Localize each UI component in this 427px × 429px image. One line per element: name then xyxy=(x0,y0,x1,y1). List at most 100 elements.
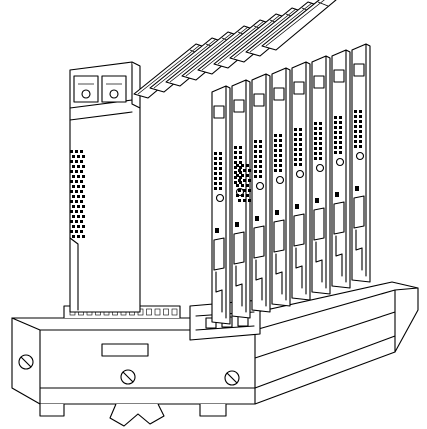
vent-slot xyxy=(77,205,80,208)
vent-slot xyxy=(254,160,257,163)
vent-slot xyxy=(219,187,222,190)
vent-slot xyxy=(72,195,75,198)
vent-slot xyxy=(243,189,246,192)
vent-slot xyxy=(359,140,362,143)
vent-slot xyxy=(299,163,302,166)
vent-slot xyxy=(248,199,251,202)
vent-slot xyxy=(72,225,75,228)
vent-slot xyxy=(359,145,362,148)
vent-slot xyxy=(279,164,282,167)
vent-slot xyxy=(219,172,222,175)
release-tab xyxy=(235,222,239,227)
mounting-screw-left xyxy=(18,354,34,370)
spring-clamp xyxy=(233,231,245,265)
spring-clamp xyxy=(273,219,285,253)
vent-slot xyxy=(294,148,297,151)
vent-slot xyxy=(259,150,262,153)
vent-slot xyxy=(219,152,222,155)
status-window xyxy=(253,93,265,107)
vent-slot xyxy=(80,150,83,153)
vent-slot xyxy=(234,161,237,164)
vent-slot xyxy=(274,139,277,142)
vent-slot xyxy=(75,170,78,173)
vent-slot xyxy=(75,200,78,203)
slim-module-row xyxy=(211,43,371,325)
release-tab xyxy=(355,186,359,191)
vent-slot xyxy=(254,155,257,158)
vent-slot xyxy=(77,195,80,198)
vent-slot xyxy=(314,152,317,155)
vent-slot xyxy=(77,155,80,158)
vent-slot xyxy=(314,142,317,145)
vent-slot xyxy=(339,151,342,154)
vent-slot xyxy=(72,205,75,208)
vent-slot xyxy=(243,169,246,172)
vent-slot xyxy=(354,135,357,138)
vent-slot xyxy=(246,194,249,197)
vent-slot xyxy=(234,151,237,154)
status-window xyxy=(213,105,225,119)
vent-slot xyxy=(72,235,75,238)
vent-slot xyxy=(243,199,246,202)
vent-slot xyxy=(77,165,80,168)
vent-slot xyxy=(339,121,342,124)
vent-slot xyxy=(234,166,237,169)
vent-slot xyxy=(219,167,222,170)
vent-slot xyxy=(299,133,302,136)
vent-slot xyxy=(236,174,239,177)
vent-slot xyxy=(248,169,251,172)
vent-slot xyxy=(82,155,85,158)
vent-slot xyxy=(70,210,73,213)
vent-slot xyxy=(214,152,217,155)
hinged-cover-row xyxy=(133,0,337,99)
vent-slot xyxy=(254,175,257,178)
vent-slot xyxy=(239,171,242,174)
vent-slot xyxy=(80,220,83,223)
vent-slot xyxy=(75,220,78,223)
slim-module xyxy=(331,49,351,289)
vent-slot xyxy=(82,195,85,198)
vent-slot xyxy=(294,128,297,131)
release-tab xyxy=(215,228,219,233)
vent-slot xyxy=(359,130,362,133)
vent-slot xyxy=(254,145,257,148)
vent-slot xyxy=(274,164,277,167)
vent-slot xyxy=(274,144,277,147)
vent-slot xyxy=(77,185,80,188)
connector-pin xyxy=(171,308,178,316)
vent-slot xyxy=(294,133,297,136)
vent-slot xyxy=(241,174,244,177)
vent-slot xyxy=(299,158,302,161)
slim-module xyxy=(271,67,291,307)
release-tab xyxy=(275,210,279,215)
slim-module xyxy=(251,73,271,313)
slim-module xyxy=(291,61,311,301)
vent-slot xyxy=(294,143,297,146)
vent-slot xyxy=(70,200,73,203)
vent-slot xyxy=(294,158,297,161)
vent-slot xyxy=(334,136,337,139)
vent-slot xyxy=(254,170,257,173)
vent-slot xyxy=(214,182,217,185)
connector-pin xyxy=(163,308,169,316)
slim-module xyxy=(351,43,371,283)
vent-slot xyxy=(248,179,251,182)
status-window xyxy=(333,69,345,83)
status-window xyxy=(293,81,305,95)
vent-slot xyxy=(236,194,239,197)
vent-slot xyxy=(319,127,322,130)
vent-slot xyxy=(72,185,75,188)
vent-slot xyxy=(75,160,78,163)
vent-slot xyxy=(246,164,249,167)
vent-slot xyxy=(75,230,78,233)
vent-slot xyxy=(75,150,78,153)
vent-slot xyxy=(82,225,85,228)
vent-slot xyxy=(339,131,342,134)
vent-slot xyxy=(72,165,75,168)
vent-slot xyxy=(80,200,83,203)
vent-slot xyxy=(314,132,317,135)
vent-slot xyxy=(239,156,242,159)
vent-slot xyxy=(334,116,337,119)
vent-slot xyxy=(339,126,342,129)
